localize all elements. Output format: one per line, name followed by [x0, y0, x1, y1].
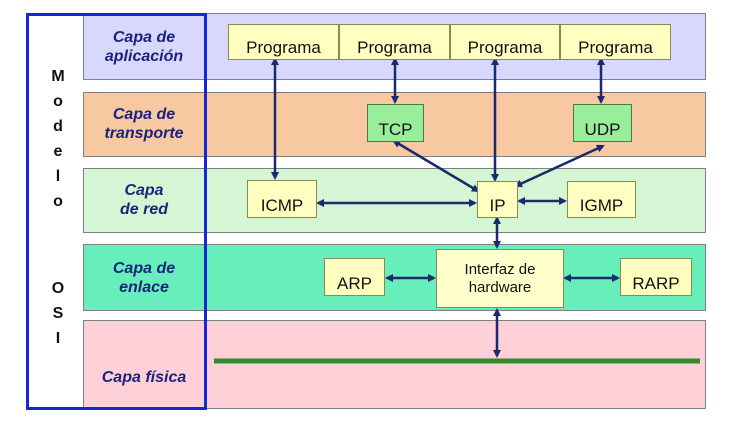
udp-box: UDP [573, 104, 632, 142]
programa-box-1: Programa [228, 24, 339, 60]
label-enlace: Capa de enlace [112, 260, 176, 296]
osi-letter: I [55, 330, 61, 347]
osi-letter: l [55, 168, 61, 185]
osi-letter: d [53, 118, 63, 135]
arrow-tcp-ip [392, 139, 480, 193]
arrow-udp-ip [514, 144, 605, 188]
osi-letter: M [51, 68, 65, 85]
layer-fisica [83, 320, 706, 409]
label-red: Capa de red [119, 182, 168, 218]
programa-box-2: Programa [339, 24, 450, 60]
arp-box: ARP [324, 258, 385, 296]
label-fisica: Capa física [101, 368, 187, 386]
ip-box: IP [477, 181, 518, 218]
osi-letter: O [51, 280, 65, 297]
osi-model-frame [26, 13, 207, 410]
rarp-box: RARP [620, 258, 692, 296]
icmp-box: ICMP [247, 180, 317, 218]
osi-letter: e [53, 143, 63, 160]
programa-box-3: Programa [450, 24, 560, 60]
label-aplicacion: Capa de aplicación [104, 29, 184, 65]
osi-letter: o [53, 93, 63, 110]
label-transporte: Capa de transporte [104, 106, 184, 142]
osi-letter: o [53, 193, 63, 210]
igmp-box: IGMP [567, 181, 636, 218]
osi-letter: S [52, 305, 64, 322]
tcp-box: TCP [367, 104, 424, 142]
programa-box-4: Programa [560, 24, 671, 60]
interfaz-hardware-box: Interfaz de hardware [436, 249, 564, 308]
